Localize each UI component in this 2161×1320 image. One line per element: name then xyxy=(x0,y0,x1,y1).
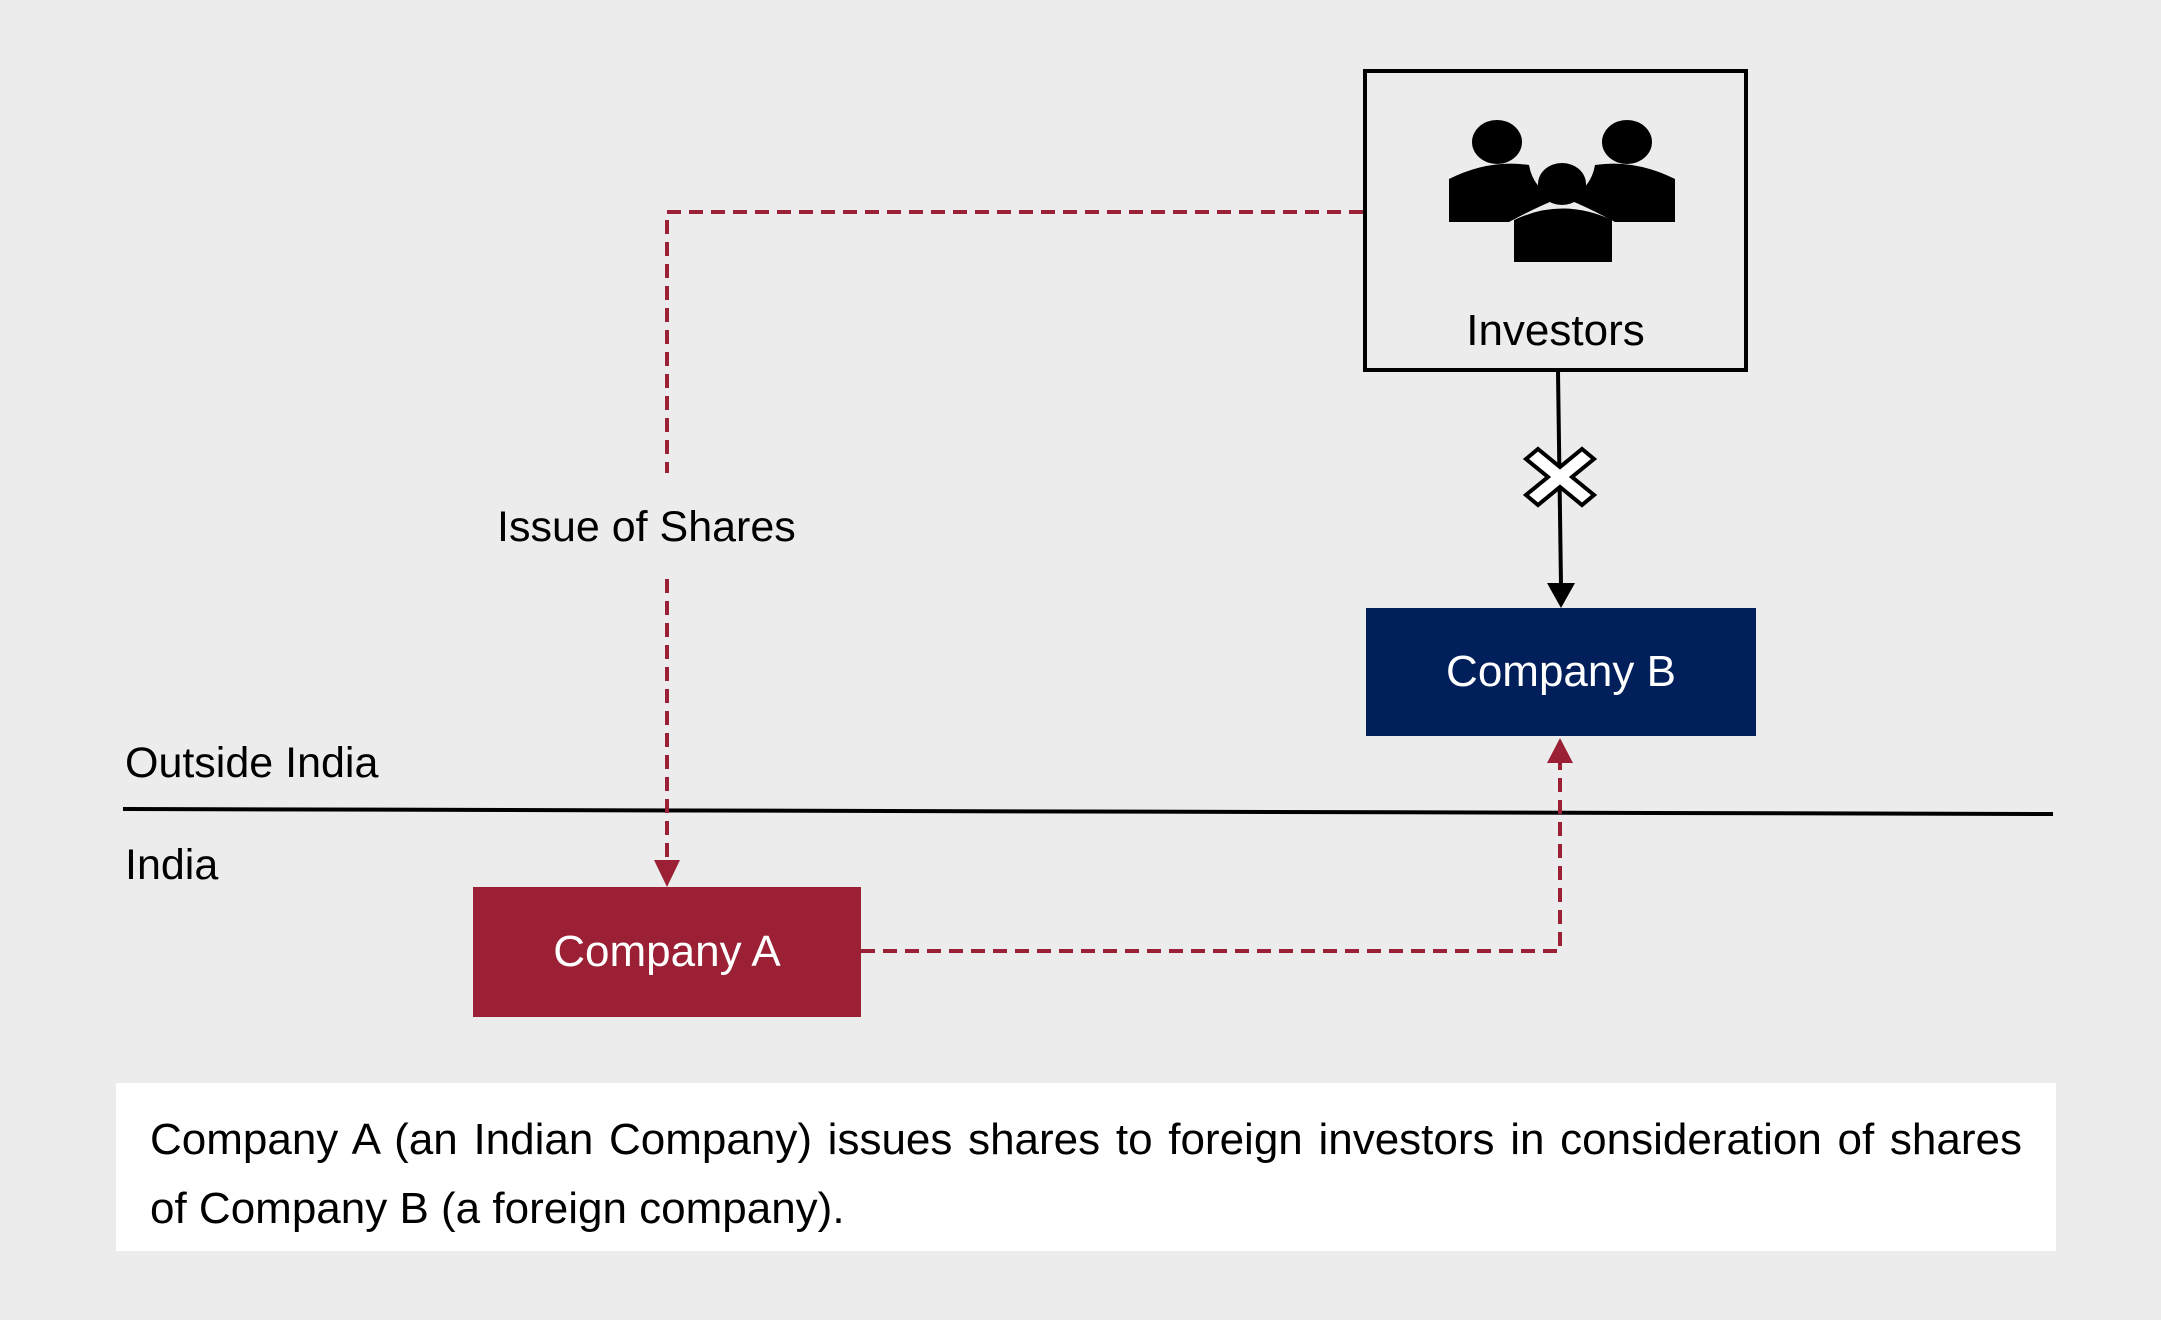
border-line xyxy=(122,807,2054,816)
issue-of-shares-connector-top xyxy=(665,210,1363,473)
caption-box: Company A (an Indian Company) issues sha… xyxy=(116,1083,2056,1251)
company-b-label: Company B xyxy=(1446,647,1676,696)
company-a-to-company-b-connector xyxy=(861,762,1562,953)
investors-label: Investors xyxy=(1466,306,1645,355)
company-b-box: Company B xyxy=(1366,608,1756,736)
issue-of-shares-label: Issue of Shares xyxy=(497,503,796,551)
investors-box: Investors xyxy=(1363,69,1748,372)
arrowhead-to-company-b xyxy=(1547,738,1573,763)
outside-india-label: Outside India xyxy=(125,739,379,787)
caption-text: Company A (an Indian Company) issues sha… xyxy=(150,1115,2022,1233)
arrowhead-to-company-a xyxy=(654,860,680,887)
arrowhead-black xyxy=(1547,583,1575,608)
blocked-cross-icon xyxy=(1522,446,1598,508)
company-a-box: Company A xyxy=(473,887,861,1017)
group-of-people-icon xyxy=(1449,120,1675,262)
company-a-label: Company A xyxy=(553,927,781,976)
india-label: India xyxy=(125,841,219,889)
